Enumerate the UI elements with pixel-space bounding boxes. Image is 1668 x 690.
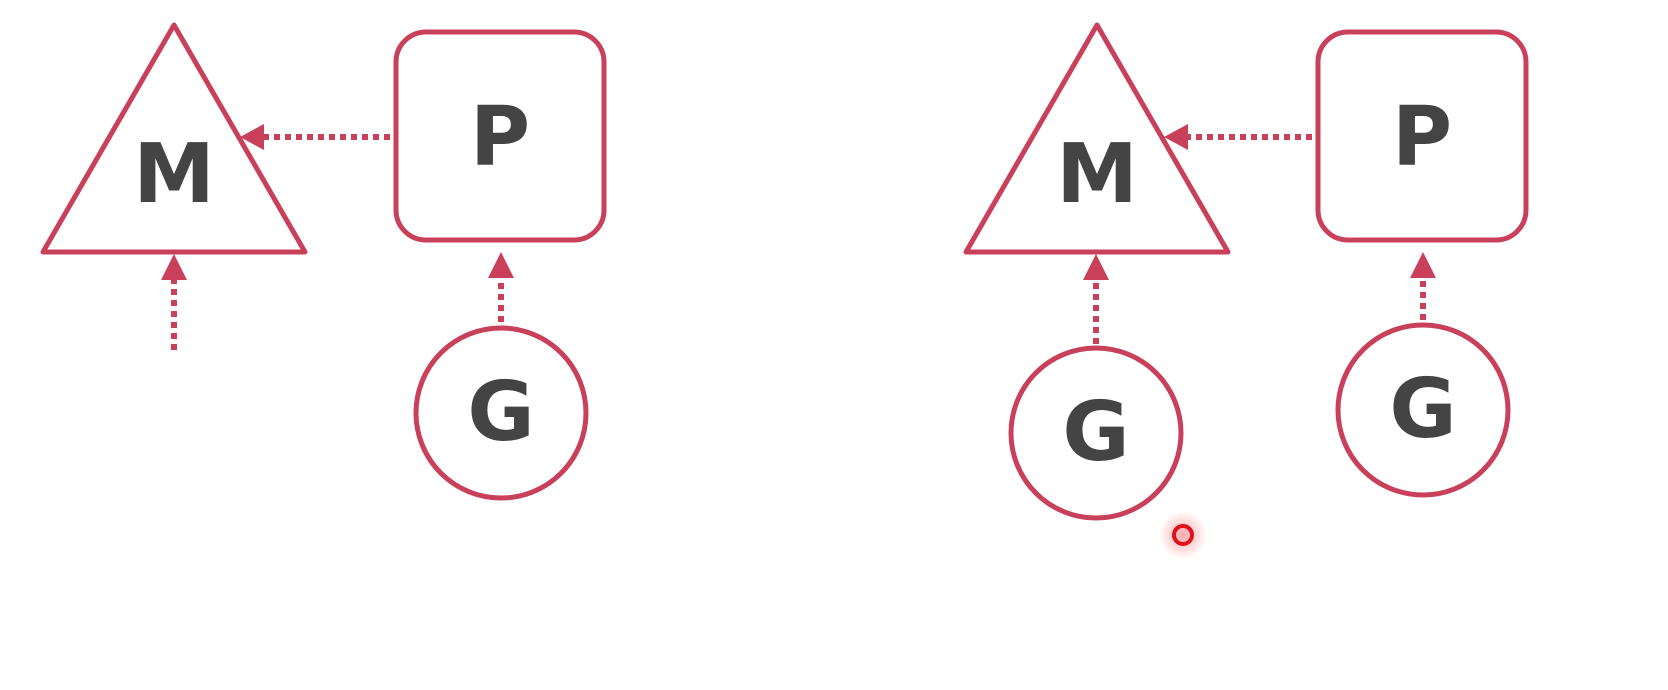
left-machine-triangle: [40, 22, 308, 255]
right-goroutine-p-circle: [1335, 322, 1511, 498]
left-goroutine-circle: [413, 325, 589, 501]
right-goroutine-m-circle: [1008, 345, 1184, 521]
right-machine-node: M: [963, 22, 1231, 255]
left-diagram: M P G: [40, 22, 607, 501]
right-g-to-p-arrow: [1410, 252, 1436, 320]
left-m-incoming-arrow: [161, 254, 187, 350]
right-processor-label: P: [1392, 90, 1452, 185]
left-machine-label: M: [133, 127, 215, 222]
left-g-to-p-arrowhead: [488, 252, 514, 278]
right-diagram: M P G G: [963, 22, 1529, 521]
left-processor-box: [393, 29, 607, 243]
right-goroutine-m-label: G: [1062, 385, 1129, 480]
left-m-incoming-arrowhead: [161, 254, 187, 280]
cursor-pointer-icon: [1159, 511, 1207, 559]
left-processor-node: P: [393, 29, 607, 243]
right-goroutine-p-label: G: [1389, 362, 1456, 457]
left-machine-node: M: [40, 22, 308, 255]
left-goroutine-node: G: [413, 325, 589, 501]
left-p-to-m-arrowhead: [240, 124, 264, 150]
right-p-to-m-arrowhead: [1164, 124, 1188, 150]
right-machine-triangle: [963, 22, 1231, 255]
right-processor-box: [1315, 29, 1529, 243]
left-g-to-p-arrow: [488, 252, 514, 322]
right-g-to-m-arrowhead: [1083, 254, 1109, 280]
left-goroutine-label: G: [467, 365, 534, 460]
right-p-to-m-arrow: [1164, 124, 1312, 150]
right-g-to-m-arrow: [1083, 254, 1109, 344]
right-goroutine-p-node: G: [1335, 322, 1511, 498]
right-machine-label: M: [1056, 127, 1138, 222]
right-goroutine-m-node: G: [1008, 345, 1184, 521]
right-g-to-p-arrowhead: [1410, 252, 1436, 278]
left-processor-label: P: [470, 90, 530, 185]
left-p-to-m-arrow: [240, 124, 390, 150]
right-processor-node: P: [1315, 29, 1529, 243]
